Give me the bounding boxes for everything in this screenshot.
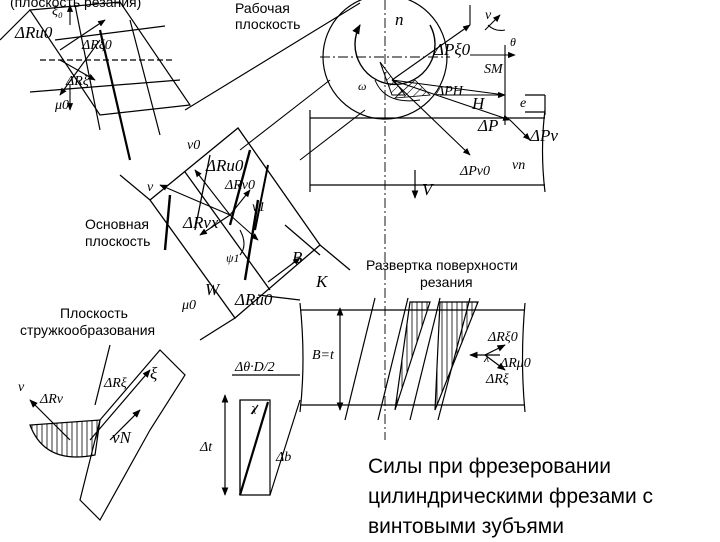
b-equals-t: B=t	[312, 348, 334, 363]
mu0-top: μ0	[55, 98, 70, 113]
cutting-plane-label: (плоскость резания)	[10, 0, 142, 10]
base-plane-label-line2: плоскость	[85, 233, 151, 249]
caption-line-2: цилиндрическими фрезами с	[368, 485, 654, 508]
working-plane-label-line1: Рабочая	[235, 0, 290, 16]
lambda-small: λ	[251, 403, 257, 417]
vn-symbol: vn	[512, 158, 526, 173]
cutting-plane-block	[0, 1, 192, 161]
xi0-symbol: ξ₀	[52, 4, 63, 19]
delta-r-v0: ΔRv0	[225, 178, 255, 193]
base-plane-block	[119, 127, 351, 341]
cutting-plane-vectors	[59, 4, 106, 111]
v-top-symbol: v	[485, 8, 492, 23]
delta-r-vx: ΔRvx	[183, 213, 219, 232]
delta-r-xi-top: ΔRξ	[66, 74, 89, 89]
force-vectors-top	[391, 5, 531, 156]
e-symbol: e	[520, 96, 527, 111]
delta-r-xi-dev: ΔRξ	[486, 372, 509, 387]
delta-r-xi-chip: ΔRξ	[104, 376, 127, 391]
chip-plane-label-line2: стружкообразования	[20, 322, 156, 338]
dtheta-label: Δθ·D/2	[235, 360, 275, 375]
mu0-mid: μ0	[182, 298, 197, 313]
v1-symbol: v1	[252, 200, 266, 215]
k-symbol: K	[316, 272, 328, 291]
delta-r-u0-top: ΔRu0	[15, 23, 53, 42]
delta-p-v: ΔPv	[530, 126, 558, 145]
delta-p: ΔP	[478, 116, 499, 135]
delta-r-v-chip: ΔRv	[40, 392, 63, 407]
caption-line-3: винтовыми зубъями	[368, 515, 564, 538]
caption: Силы при фрезеровании цилиндрическими фр…	[368, 452, 713, 542]
v-chip-symbol: v	[18, 380, 25, 395]
surface-development	[299, 297, 526, 421]
b-symbol: B	[292, 248, 303, 267]
milling-cutter	[320, 0, 450, 440]
db-label: Δb	[276, 450, 292, 465]
chip-formation-sketch	[29, 344, 186, 521]
delta-p-v0: ΔPv0	[460, 164, 490, 179]
v0-symbol: v0	[187, 138, 201, 153]
element-development	[221, 374, 301, 496]
feed-v-symbol: V	[422, 180, 433, 199]
sm-symbol: SM	[484, 62, 503, 77]
xi-chip-symbol: ξ	[150, 364, 158, 383]
delta-r-mu0-dev: ΔRμ0	[500, 356, 531, 371]
base-plane-vectors	[159, 169, 301, 283]
delta-p-h: ΔPH	[436, 84, 463, 99]
omega-symbol: ω	[358, 79, 367, 93]
caption-line-1: Силы при фрезеровании	[368, 455, 611, 478]
development-label-line1: Развертка поверхности	[366, 257, 518, 273]
w-symbol: W	[205, 280, 220, 299]
lambda-dev: λ	[484, 351, 490, 365]
vn-chip-symbol: νN	[112, 428, 131, 447]
delta-r-xi0-dev: ΔRξ0	[488, 330, 518, 345]
workpiece-top	[309, 94, 546, 193]
n-symbol: n	[395, 10, 404, 29]
v-mid-symbol: v	[147, 180, 154, 195]
base-plane-label-line1: Основная	[85, 216, 149, 232]
delta-r-u0-mid: ΔRu0	[206, 156, 244, 175]
delta-r-u0-bottom: ΔRu0	[235, 290, 273, 309]
chip-plane-label-line1: Плоскость	[60, 305, 128, 321]
delta-p-xi0: ΔPξ0	[434, 40, 471, 59]
development-label-line2: резания	[420, 274, 473, 290]
dt-label: Δt	[200, 440, 213, 455]
h-symbol: H	[472, 94, 485, 113]
working-plane-label-line2: плоскость	[235, 16, 301, 32]
delta-r-xi0-top: ΔRξ0	[82, 38, 112, 53]
theta-symbol: θ	[510, 35, 516, 49]
psi1-symbol: ψ1	[226, 251, 240, 265]
